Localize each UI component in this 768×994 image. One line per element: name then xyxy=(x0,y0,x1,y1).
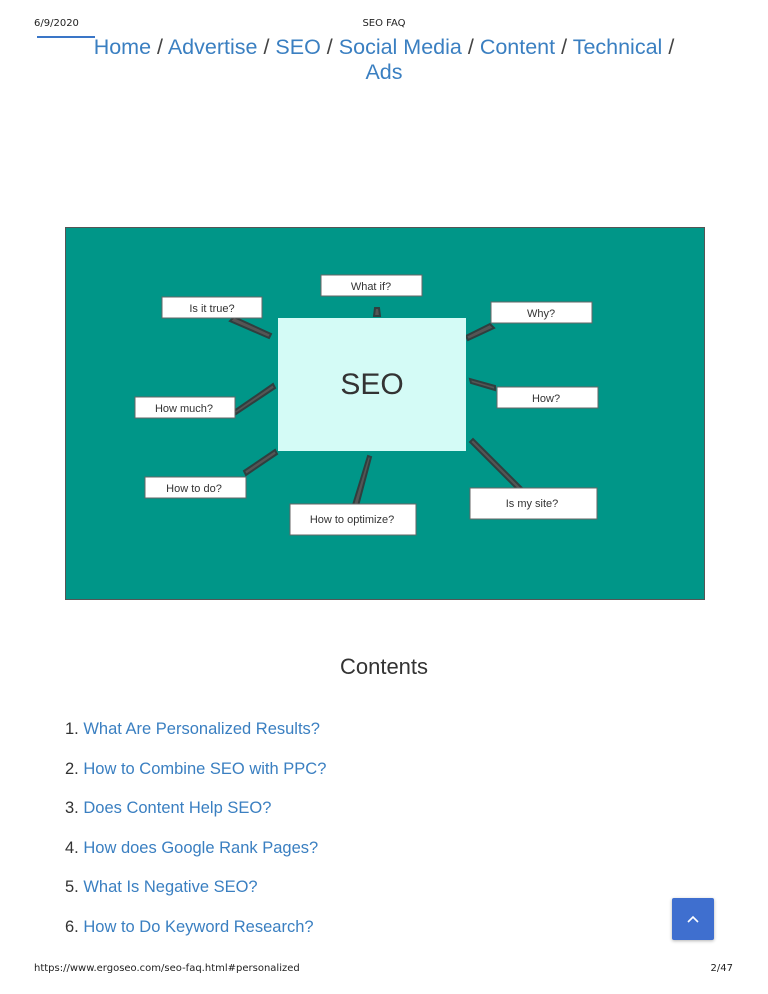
connector xyxy=(372,307,382,317)
nav-separator: / xyxy=(157,35,164,59)
nav-link-advertise[interactable]: Advertise xyxy=(167,35,258,59)
nav-link-home[interactable]: Home xyxy=(93,35,152,59)
nav-link-content[interactable]: Content xyxy=(479,35,556,59)
toc-number: 6. xyxy=(65,917,79,936)
nav-separator: / xyxy=(561,35,568,59)
print-title: SEO FAQ xyxy=(362,18,406,29)
nav-separator: / xyxy=(326,35,333,59)
accent-line xyxy=(37,36,95,38)
svg-text:What if?: What if? xyxy=(351,281,391,293)
nav-link-technical[interactable]: Technical xyxy=(572,35,663,59)
svg-text:How to do?: How to do? xyxy=(166,483,222,495)
toc-item: 3. Does Content Help SEO? xyxy=(65,797,326,837)
toc-number: 2. xyxy=(65,759,79,778)
toc-item: 6. How to Do Keyword Research? xyxy=(65,916,326,956)
nav-link-seo[interactable]: SEO xyxy=(275,35,321,59)
toc-link-google-rank-pages[interactable]: How does Google Rank Pages? xyxy=(83,838,319,857)
bubble-is-it-true: Is it true? xyxy=(161,296,263,319)
toc-number: 5. xyxy=(65,878,79,897)
bubble-is-my-site: Is my site? xyxy=(469,487,598,520)
toc-item: 2. How to Combine SEO with PPC? xyxy=(65,758,326,798)
svg-text:Why?: Why? xyxy=(527,308,555,320)
nav-link-social-media[interactable]: Social Media xyxy=(338,35,462,59)
nav-link-ads[interactable]: Ads xyxy=(365,60,403,84)
toc-number: 1. xyxy=(65,720,79,738)
bubble-how-much: How much? xyxy=(134,396,236,419)
bubble-what-if: What if? xyxy=(320,274,423,297)
svg-text:How?: How? xyxy=(532,393,560,405)
connector xyxy=(228,315,273,340)
breadcrumb: Home / Advertise / SEO / Social Media / … xyxy=(60,35,708,85)
print-date: 6/9/2020 xyxy=(34,18,79,29)
bubble-how-to-do: How to do? xyxy=(144,476,247,499)
contents-heading: Contents xyxy=(339,654,429,679)
diagram-center-box xyxy=(278,318,466,451)
svg-text:How to optimize?: How to optimize? xyxy=(310,514,394,526)
connector xyxy=(351,454,373,508)
nav-separator: / xyxy=(467,35,474,59)
connector xyxy=(468,377,496,392)
nav-separator: / xyxy=(263,35,270,59)
toc-item: 1. What Are Personalized Results? xyxy=(65,718,326,758)
svg-text:Is it true?: Is it true? xyxy=(189,303,234,315)
chevron-up-icon xyxy=(687,915,699,923)
toc-link-keyword-research[interactable]: How to Do Keyword Research? xyxy=(83,917,314,936)
connector xyxy=(464,322,496,342)
toc-item: 4. How does Google Rank Pages? xyxy=(65,837,326,877)
toc-item: 5. What Is Negative SEO? xyxy=(65,876,326,916)
bubble-how: How? xyxy=(496,386,599,409)
toc-link-content-help-seo[interactable]: Does Content Help SEO? xyxy=(83,799,272,818)
bubble-how-to-optimize: How to optimize? xyxy=(289,503,417,536)
toc-link-negative-seo[interactable]: What Is Negative SEO? xyxy=(83,878,258,897)
connector xyxy=(242,448,279,477)
toc-link-personalized-results[interactable]: What Are Personalized Results? xyxy=(83,720,320,738)
svg-text:How much?: How much? xyxy=(155,403,213,415)
table-of-contents: 1. What Are Personalized Results? 2. How… xyxy=(65,718,326,956)
footer-url: https://www.ergoseo.com/seo-faq.html#per… xyxy=(34,963,300,974)
svg-text:Is my site?: Is my site? xyxy=(506,498,559,510)
seo-diagram-image: SEO What if? Is it true? Why? How much? … xyxy=(65,227,705,600)
connector xyxy=(232,382,277,416)
toc-number: 4. xyxy=(65,838,79,857)
toc-number: 3. xyxy=(65,799,79,818)
bubble-why: Why? xyxy=(490,301,593,324)
diagram-center-label: SEO xyxy=(340,368,403,401)
scroll-to-top-button[interactable] xyxy=(672,898,714,940)
connector xyxy=(468,437,524,492)
footer-page-number: 2/47 xyxy=(710,963,733,974)
toc-link-seo-with-ppc[interactable]: How to Combine SEO with PPC? xyxy=(83,759,327,778)
nav-separator: / xyxy=(668,35,675,59)
